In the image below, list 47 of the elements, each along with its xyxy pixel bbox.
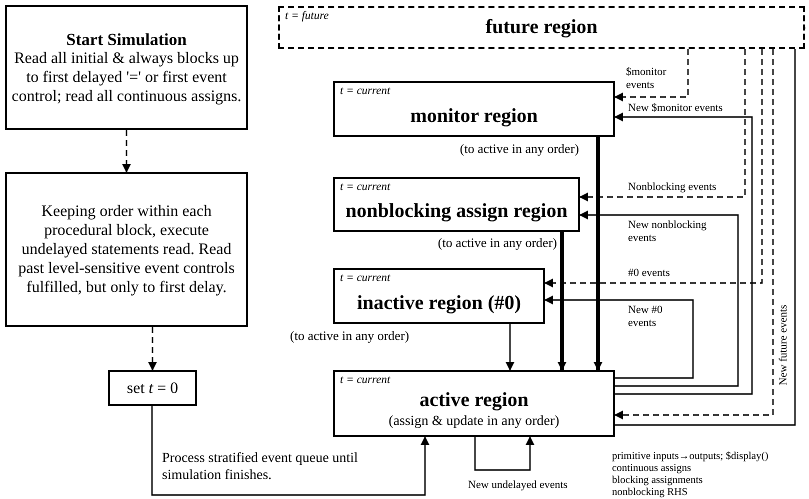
annotation-text: (to active in any order) xyxy=(290,328,410,344)
process-box xyxy=(108,370,197,406)
time-label: t = current xyxy=(340,181,390,193)
note-text: primitive inputs→outputs; $display() xyxy=(612,451,768,463)
time-label: t = future xyxy=(285,10,329,22)
region-title: inactive region (#0) xyxy=(356,292,522,315)
annotation-text: (to active in any order) xyxy=(460,141,579,157)
arrow xyxy=(474,436,534,471)
box-text: Read all initial & always blocks up to first delayed '=' or first event control; read all continuous assigns. xyxy=(11,48,242,106)
arrow xyxy=(151,406,430,496)
region-box xyxy=(333,81,615,137)
arrow xyxy=(579,210,739,387)
dashed-arrow xyxy=(579,49,746,202)
region-box xyxy=(333,177,580,232)
dashed-arrow xyxy=(148,327,157,371)
dashed-arrow xyxy=(122,130,131,173)
note-text: blocking assignments xyxy=(612,475,703,487)
region-box xyxy=(278,6,805,49)
edge-label: Process stratified event queue until simulation finishes. xyxy=(162,450,359,484)
box-text: set t = 0 xyxy=(126,378,178,398)
edge-label: Nonblocking events xyxy=(628,181,716,194)
arrow xyxy=(506,324,514,371)
note-text: nonblocking RHS xyxy=(612,487,688,499)
region-box xyxy=(333,370,615,437)
edge-label: New $monitor events xyxy=(628,102,723,115)
process-box xyxy=(5,5,248,130)
region-title: active region xyxy=(418,389,530,412)
arrow xyxy=(558,232,566,371)
arrow xyxy=(544,296,694,379)
region-box xyxy=(333,268,545,324)
region-title: monitor region xyxy=(409,105,539,128)
arrow xyxy=(614,112,753,395)
edge-label: New undelayed events xyxy=(468,479,568,492)
dashed-arrow xyxy=(614,49,774,420)
region-title: nonblocking assign region xyxy=(344,200,568,223)
note-text: continuous assigns xyxy=(612,463,692,475)
process-box xyxy=(5,172,248,327)
time-label: t = current xyxy=(340,272,390,284)
dashed-arrow xyxy=(614,49,689,102)
box-text: Keeping order within each procedural block, execute undelayed statements read. Read past level-sensitive event controls fulfilled, but only to first delay. xyxy=(17,202,236,297)
time-label: t = current xyxy=(340,85,390,97)
annotation-text: (to active in any order) xyxy=(438,235,557,251)
region-text: (assign & update in any order) xyxy=(388,414,560,430)
arrow xyxy=(594,137,602,371)
time-label: t = current xyxy=(340,374,390,386)
box-heading: Start Simulation xyxy=(66,30,187,48)
dashed-arrow xyxy=(544,49,763,288)
